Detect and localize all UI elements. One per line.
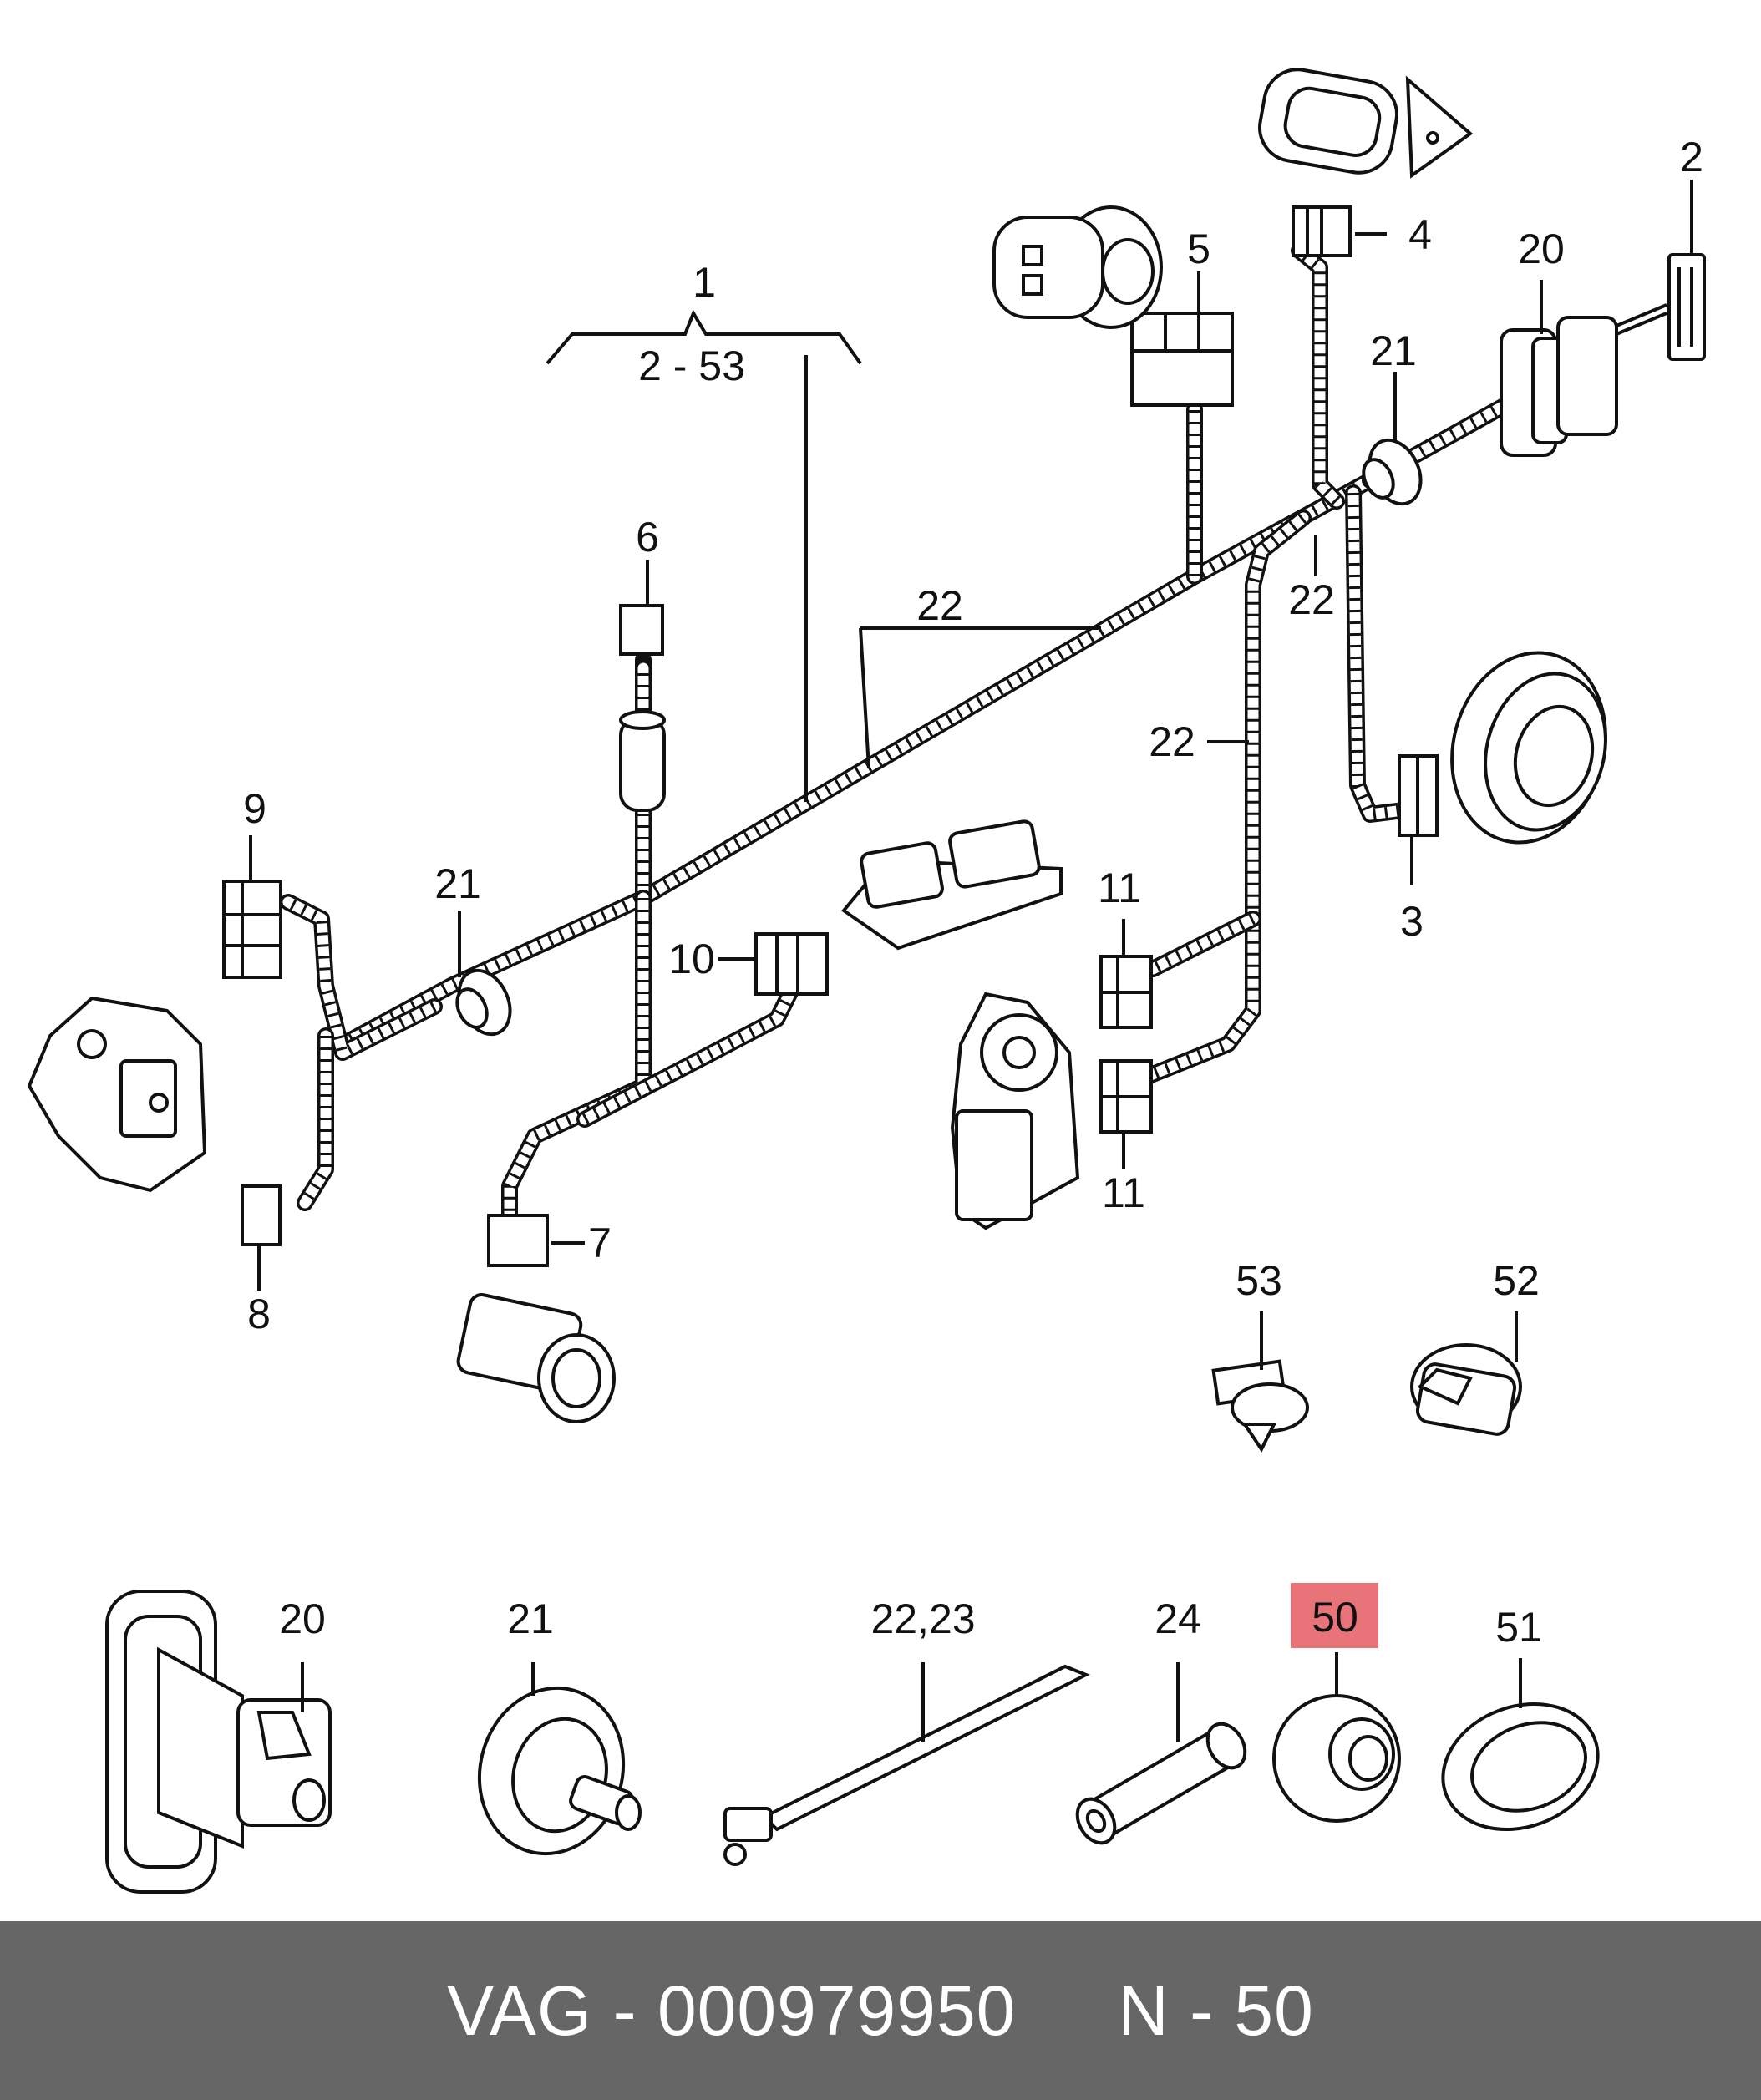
label-50: 50 bbox=[1312, 1594, 1358, 1641]
label-22-right: 22 bbox=[1288, 576, 1335, 623]
connector-11-bottom bbox=[1099, 1059, 1153, 1134]
label-20-bottom: 20 bbox=[279, 1595, 326, 1642]
window-switch-panel bbox=[841, 819, 1063, 951]
footer-part-number: VAG - 000979950 N - 50 bbox=[447, 1971, 1314, 2050]
connector-3 bbox=[1398, 754, 1439, 837]
harness-grommet-right bbox=[1362, 438, 1423, 506]
label-22-top: 22 bbox=[916, 582, 963, 629]
boot-20-top bbox=[1500, 316, 1618, 457]
label-52: 52 bbox=[1493, 1257, 1540, 1304]
label-assembly-range: 2 - 53 bbox=[638, 342, 745, 389]
label-6: 6 bbox=[636, 514, 659, 561]
label-assembly: 1 bbox=[693, 259, 716, 306]
window-regulator-motor bbox=[950, 992, 1080, 1230]
lock-cylinder-switch bbox=[992, 205, 1163, 329]
connector-2 bbox=[1667, 253, 1706, 361]
label-3: 3 bbox=[1400, 898, 1424, 945]
part-labels: 1 2 - 53 2 4 5 20 21 6 22 22 22 9 21 3 1… bbox=[243, 134, 1703, 1651]
connector-8 bbox=[241, 1184, 282, 1246]
seal-51 bbox=[1441, 1702, 1600, 1832]
label-51: 51 bbox=[1495, 1604, 1542, 1651]
label-7: 7 bbox=[588, 1220, 612, 1266]
sleeve-24 bbox=[1075, 1722, 1247, 1845]
label-5: 5 bbox=[1187, 226, 1210, 272]
connector-11-top bbox=[1099, 955, 1153, 1029]
label-22-23: 22,23 bbox=[870, 1595, 975, 1642]
connector-10 bbox=[754, 932, 829, 996]
clip-52 bbox=[1410, 1343, 1522, 1436]
button-switch-7 bbox=[456, 1293, 616, 1423]
boot-20-bottom bbox=[105, 1590, 332, 1894]
label-21-bottom: 21 bbox=[507, 1595, 554, 1642]
clip-53 bbox=[1211, 1359, 1309, 1453]
label-4: 4 bbox=[1408, 211, 1432, 258]
door-lock bbox=[27, 996, 207, 1193]
highlight-box-50 bbox=[1291, 1583, 1378, 1648]
speaker bbox=[1450, 651, 1607, 845]
label-24: 24 bbox=[1155, 1595, 1201, 1642]
connector-4 bbox=[1292, 205, 1352, 257]
label-22-mid: 22 bbox=[1149, 718, 1195, 765]
label-21-top-right: 21 bbox=[1370, 327, 1417, 374]
label-10: 10 bbox=[668, 936, 715, 982]
connector-5 bbox=[1130, 312, 1234, 407]
label-53: 53 bbox=[1236, 1257, 1282, 1304]
label-2: 2 bbox=[1680, 134, 1703, 180]
connector-6 bbox=[619, 604, 664, 656]
mirror-housing bbox=[1258, 68, 1474, 179]
label-11-bottom: 11 bbox=[1102, 1169, 1145, 1216]
label-21-left: 21 bbox=[434, 860, 481, 907]
parts-diagram: 1 2 - 53 2 4 5 20 21 6 22 22 22 9 21 3 1… bbox=[27, 68, 1706, 1894]
leader-lines bbox=[249, 180, 1693, 1742]
label-9: 9 bbox=[243, 785, 266, 832]
connector-9 bbox=[222, 880, 282, 979]
connector-6-sleeve bbox=[619, 710, 666, 812]
label-11-top: 11 bbox=[1098, 865, 1141, 911]
footer-bar: VAG - 000979950 N - 50 bbox=[0, 1921, 1761, 2100]
cable-tie-22-23 bbox=[723, 1664, 1090, 1866]
label-20-top: 20 bbox=[1518, 226, 1565, 272]
label-8: 8 bbox=[247, 1291, 271, 1337]
grommet-50 bbox=[1272, 1694, 1401, 1823]
connector-7 bbox=[487, 1214, 549, 1267]
grommet-21-bottom bbox=[477, 1686, 642, 1856]
harness-grommet-left bbox=[455, 968, 512, 1037]
